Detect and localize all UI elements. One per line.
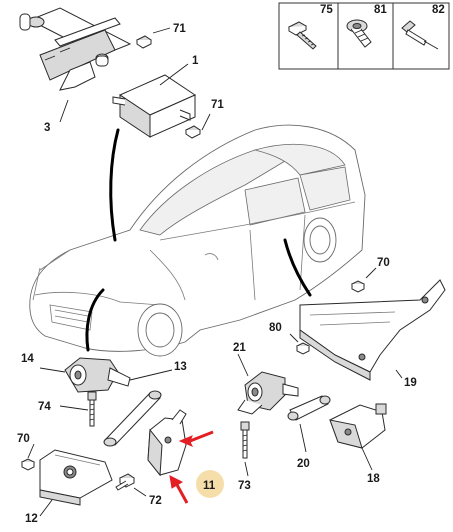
wire-rear xyxy=(283,238,312,297)
highlight-circle-11 xyxy=(196,470,224,498)
callout-82: 82 xyxy=(432,4,445,16)
screw-75 xyxy=(287,21,317,50)
callout-21: 21 xyxy=(233,342,246,354)
red-arrow-lower xyxy=(169,475,189,504)
screw-72 xyxy=(115,473,135,491)
car-outline xyxy=(29,124,366,357)
callout-74: 74 xyxy=(38,401,51,413)
blind-rivet-82 xyxy=(401,20,439,50)
arm-14 xyxy=(64,357,131,393)
nut-70-left xyxy=(20,458,36,471)
callout-1: 1 xyxy=(192,55,199,67)
callout-71-upper: 71 xyxy=(173,23,186,35)
wire-front xyxy=(109,128,120,242)
height-sensor-11 xyxy=(147,409,187,477)
callout-70-right: 70 xyxy=(377,257,390,269)
wire-left xyxy=(85,288,105,352)
callout-18: 18 xyxy=(367,473,380,485)
nut-70-right xyxy=(350,280,366,293)
sensor-18 xyxy=(329,403,387,449)
callout-19: 19 xyxy=(404,377,417,389)
callout-20: 20 xyxy=(297,458,310,470)
callout-81: 81 xyxy=(374,4,387,16)
screw-71-upper xyxy=(136,35,152,49)
link-rod-13 xyxy=(103,390,162,447)
link-20 xyxy=(287,395,331,421)
callout-14: 14 xyxy=(21,353,34,365)
callout-80: 80 xyxy=(269,322,282,334)
fastener-legend-box xyxy=(278,2,450,70)
rivet-nut-81 xyxy=(346,19,372,48)
callout-70-left: 70 xyxy=(17,433,30,445)
bolt-73 xyxy=(240,421,250,459)
callout-3: 3 xyxy=(44,122,50,134)
bracket-12 xyxy=(39,449,113,506)
red-arrow-upper xyxy=(178,430,214,447)
callout-75: 75 xyxy=(320,4,333,16)
ecu-1 xyxy=(112,74,197,138)
bracket-3 xyxy=(19,7,132,91)
callout-12: 12 xyxy=(25,513,38,525)
callout-72: 72 xyxy=(149,495,162,507)
callout-13: 13 xyxy=(174,361,187,373)
arm-21 xyxy=(237,371,299,415)
screw-71-lower xyxy=(185,125,201,139)
callout-11: 11 xyxy=(203,480,216,492)
bolt-74 xyxy=(87,391,97,427)
nut-80 xyxy=(295,342,311,355)
callout-71-lower: 71 xyxy=(211,99,224,111)
bracket-19 xyxy=(299,279,446,381)
callout-73: 73 xyxy=(238,480,251,492)
